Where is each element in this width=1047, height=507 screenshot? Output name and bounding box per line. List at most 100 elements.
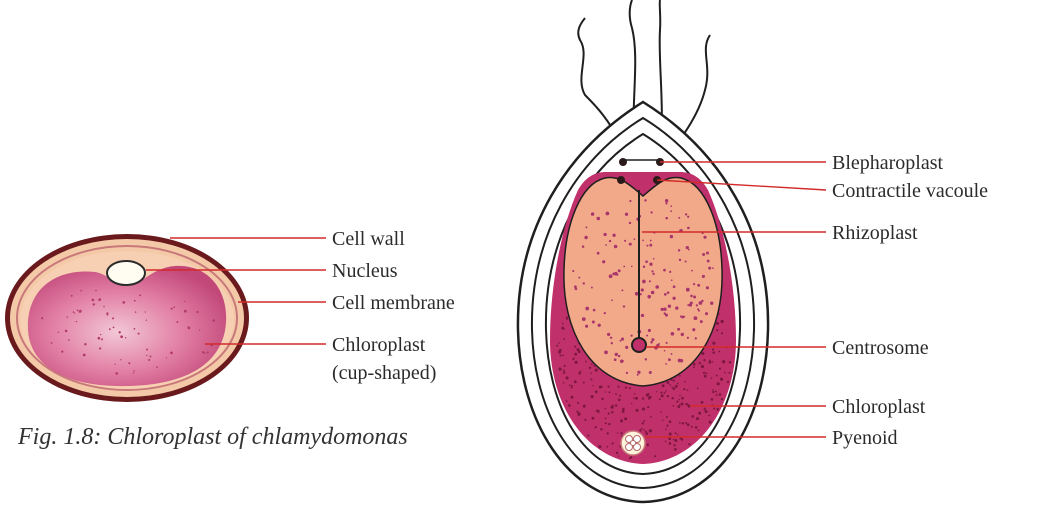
- granule-dot: [51, 342, 53, 344]
- granule-dot: [645, 260, 648, 263]
- granule-dot: [608, 423, 610, 425]
- granule-dot: [687, 423, 690, 426]
- granule-dot: [564, 365, 566, 367]
- granule-dot: [133, 372, 134, 373]
- granule-dot: [593, 309, 596, 312]
- granule-dot: [629, 200, 631, 202]
- granule-dot: [693, 296, 696, 299]
- granule-dot: [559, 368, 562, 371]
- granule-dot: [614, 358, 617, 361]
- granule-dot: [692, 328, 695, 331]
- granule-dot: [679, 375, 681, 377]
- granule-dot: [697, 284, 700, 287]
- granule-dot: [213, 319, 216, 322]
- granule-dot: [631, 266, 633, 268]
- granule-dot: [587, 435, 589, 437]
- granule-dot: [41, 317, 43, 319]
- granule-dot: [625, 387, 627, 389]
- granule-dot: [645, 432, 648, 435]
- granule-dot: [670, 205, 672, 207]
- granule-dot: [703, 408, 705, 410]
- granule-dot: [101, 338, 103, 340]
- granule-dot: [677, 383, 679, 385]
- granule-dot: [148, 359, 150, 361]
- granule-dot: [656, 391, 657, 392]
- granule-dot: [696, 417, 699, 420]
- granule-dot: [114, 364, 115, 365]
- granule-dot: [698, 429, 700, 431]
- granule-dot: [701, 321, 703, 323]
- granule-dot: [679, 259, 681, 261]
- granule-dot: [646, 444, 649, 447]
- granule-dot: [118, 331, 120, 333]
- granule-dot: [646, 245, 648, 247]
- granule-dot: [673, 387, 676, 390]
- granule-dot: [678, 399, 680, 401]
- granule-dot: [648, 396, 650, 398]
- granule-dot: [113, 327, 115, 329]
- granule-dot: [562, 323, 564, 325]
- granule-dot: [595, 390, 598, 393]
- granule-dot: [83, 354, 86, 357]
- granule-dot: [660, 392, 662, 394]
- granule-dot: [669, 420, 672, 423]
- granule-dot: [166, 357, 167, 358]
- granule-dot: [184, 301, 185, 302]
- granule-dot: [568, 404, 571, 407]
- granule-dot: [591, 363, 593, 365]
- granule-dot: [716, 329, 718, 331]
- granule-dot: [691, 426, 693, 428]
- granule-dot: [667, 381, 670, 384]
- granule-dot: [668, 358, 671, 361]
- granule-dot: [620, 432, 622, 434]
- granule-dot: [582, 317, 586, 321]
- granule-dot: [605, 391, 606, 392]
- granule-dot: [716, 375, 718, 377]
- label-blepharoplast: Blepharoplast: [832, 152, 943, 174]
- granule-dot: [664, 293, 667, 296]
- granule-dot: [73, 311, 74, 312]
- granule-dot: [128, 362, 130, 364]
- granule-dot: [605, 422, 607, 424]
- label-centrosome: Centrosome: [832, 337, 929, 359]
- granule-dot: [590, 378, 591, 379]
- granule-dot: [689, 303, 692, 306]
- granule-dot: [620, 359, 624, 363]
- granule-dot: [702, 275, 705, 278]
- granule-dot: [625, 346, 628, 349]
- granule-dot: [685, 422, 687, 424]
- granule-dot: [639, 429, 641, 431]
- granule-dot: [723, 360, 725, 362]
- granule-dot: [637, 374, 639, 376]
- granule-dot: [98, 298, 101, 301]
- granule-dot: [706, 286, 709, 289]
- granule-dot: [661, 394, 664, 397]
- granule-dot: [603, 233, 606, 236]
- granule-dot: [645, 431, 647, 433]
- granule-dot: [708, 267, 711, 270]
- granule-dot: [591, 379, 593, 381]
- granule-dot: [556, 345, 558, 347]
- granule-dot: [705, 312, 708, 315]
- granule-dot: [655, 285, 659, 289]
- granule-dot: [591, 417, 594, 420]
- granule-dot: [696, 304, 698, 306]
- granule-dot: [651, 270, 653, 272]
- granule-dot: [677, 328, 680, 331]
- granule-dot: [681, 438, 683, 440]
- granule-dot: [601, 398, 604, 401]
- granule-dot: [68, 339, 70, 341]
- granule-dot: [712, 348, 714, 350]
- granule-dot: [703, 236, 706, 239]
- granule-dot: [678, 217, 680, 219]
- granule-dot: [687, 216, 689, 218]
- granule-dot: [643, 265, 645, 267]
- granule-dot: [659, 398, 661, 400]
- granule-dot: [617, 432, 619, 434]
- granule-dot: [606, 212, 610, 216]
- granule-dot: [712, 351, 715, 354]
- granule-dot: [173, 306, 175, 308]
- granule-dot: [580, 371, 582, 373]
- granule-dot: [641, 314, 644, 317]
- granule-dot: [708, 415, 710, 417]
